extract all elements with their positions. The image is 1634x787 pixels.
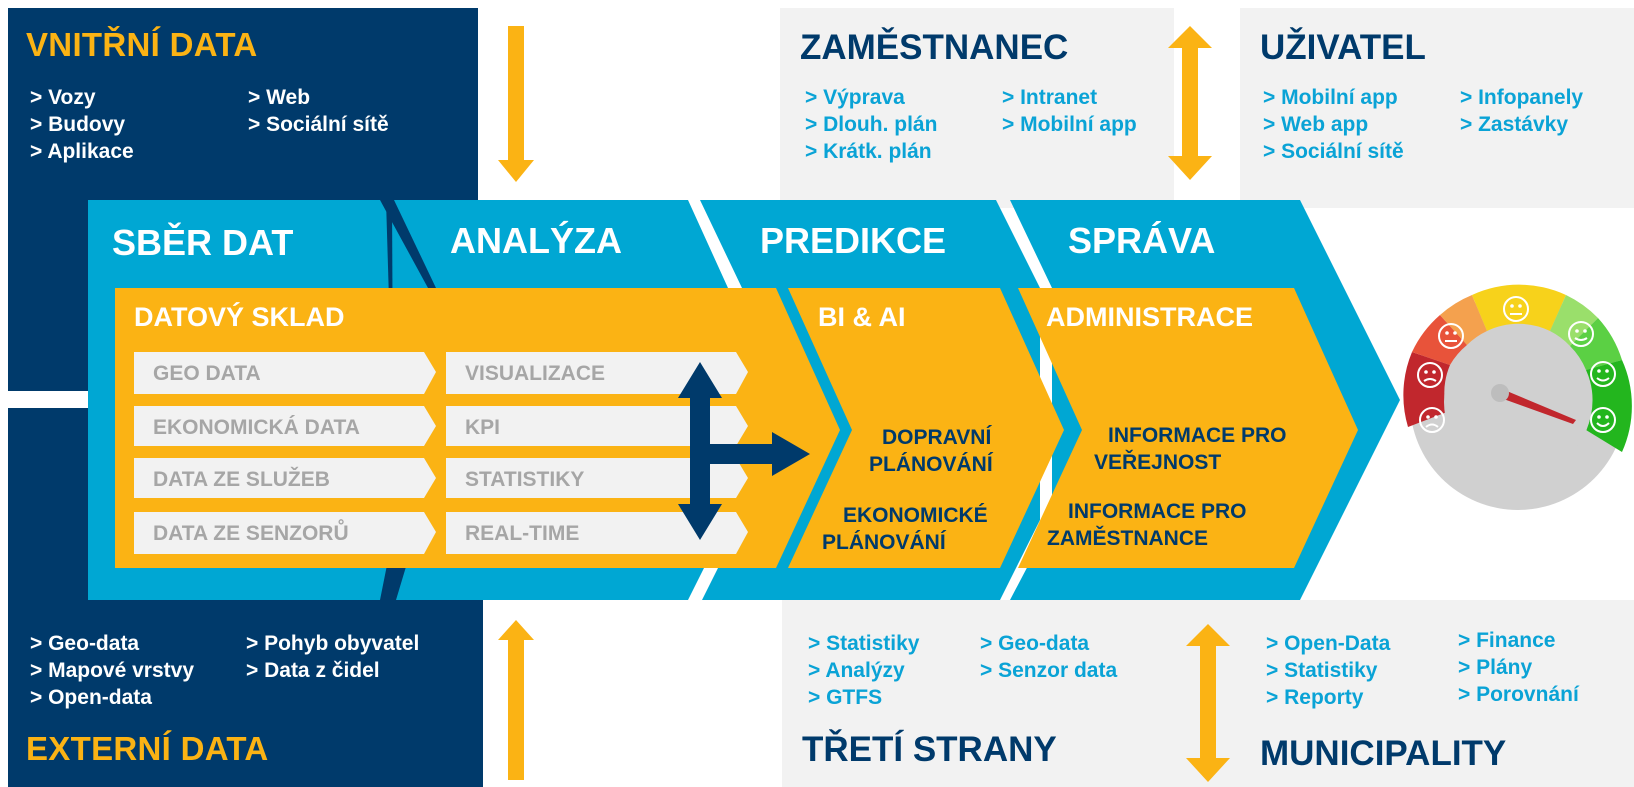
admin-title: ADMINISTRACE: [1046, 302, 1253, 332]
list-item: > Intranet: [1002, 86, 1098, 109]
employee-title: ZAMĚSTNANEC: [800, 28, 1069, 67]
admin-text: INFORMACE PRO: [1108, 424, 1287, 447]
list-item: > Analýzy: [808, 659, 905, 682]
output-label: REAL-TIME: [465, 522, 580, 545]
output-label-shape: [446, 512, 748, 554]
list-item: > Zastávky: [1460, 113, 1568, 136]
external-data-list-2: > Pohyb obyvatel > Data z čidel: [246, 630, 419, 684]
municipality-list-2: > Finance > Plány > Porovnání: [1458, 627, 1579, 708]
collect-analysis-divider-bottom: [380, 560, 408, 600]
external-data-title: EXTERNÍ DATA: [26, 730, 269, 767]
third-party-title: TŘETÍ STRANY: [802, 730, 1057, 769]
employee-list-2: > Intranet > Mobilní app: [1002, 84, 1137, 138]
list-item: > Plány: [1458, 656, 1533, 679]
collect-analysis-divider: [380, 200, 436, 288]
bi-text: DOPRAVNÍ: [882, 426, 992, 449]
output-label: STATISTIKY: [465, 468, 585, 491]
satisfaction-gauge: [1403, 284, 1632, 510]
output-label: KPI: [465, 416, 501, 439]
third-party-list-1: > Statistiky > Analýzy > GTFS: [808, 630, 919, 711]
user-list-2: > Infopanely > Zastávky: [1460, 84, 1583, 138]
external-data-list-1: > Geo-data > Mapové vrstvy > Open-data: [30, 630, 194, 711]
bi-title: BI & AI: [818, 302, 906, 332]
admin-text: VEŘEJNOST: [1094, 451, 1222, 474]
employee-panel: [780, 8, 1174, 208]
list-item: > Reporty: [1266, 686, 1364, 709]
list-item: > Výprava: [805, 86, 905, 109]
stage-prediction-title: PREDIKCE: [760, 220, 947, 261]
list-item: > Statistiky: [1266, 659, 1378, 682]
list-item: > Infopanely: [1460, 86, 1584, 109]
municipality-list-1: > Open-Data > Statistiky > Reporty: [1266, 630, 1390, 711]
source-label: DATA ZE SLUŽEB: [153, 468, 330, 491]
list-item: > GTFS: [808, 686, 883, 709]
employee-list-1: > Výprava > Dlouh. plán > Krátk. plán: [805, 84, 937, 165]
double-arrow-bottom-icon: [1186, 624, 1230, 782]
list-item: > Dlouh. plán: [805, 113, 938, 136]
list-item: > Mobilní app: [1263, 86, 1398, 109]
list-item: > Finance: [1458, 629, 1556, 652]
list-item: > Vozy: [30, 86, 96, 109]
stage-management-title: SPRÁVA: [1068, 220, 1216, 261]
source-label-shape: [134, 512, 436, 554]
admin-text: INFORMACE PRO: [1068, 500, 1247, 523]
double-arrow-top-icon: [1168, 26, 1212, 180]
list-item: > Senzor data: [980, 659, 1118, 682]
third-party-panel: [782, 600, 1180, 787]
list-item: > Sociální sítě: [1263, 140, 1404, 163]
output-label-shape: [446, 352, 748, 394]
arrow-up-icon: [498, 620, 534, 780]
list-item: > Porovnání: [1458, 683, 1579, 706]
bi-text: PLÁNOVÁNÍ: [869, 453, 993, 476]
admin-text: ZAMĚSTNANCE: [1047, 527, 1208, 550]
internal-data-title: VNITŘNÍ DATA: [26, 26, 258, 63]
municipality-panel: [1180, 600, 1634, 787]
list-item: > Open-Data: [1266, 632, 1391, 655]
bi-shape: [788, 288, 1064, 568]
user-list-1: > Mobilní app > Web app > Sociální sítě: [1263, 84, 1404, 165]
municipality-title: MUNICIPALITY: [1260, 734, 1507, 773]
bi-text: EKONOMICKÉ: [843, 504, 988, 527]
list-item: > Mapové vrstvy: [30, 659, 195, 682]
list-item: > Open-data: [30, 686, 152, 709]
list-item: > Geo-data: [980, 632, 1090, 655]
internal-data-list-2: > Web > Sociální sítě: [248, 84, 389, 138]
user-title: UŽIVATEL: [1260, 28, 1426, 67]
list-item: > Sociální sítě: [248, 113, 389, 136]
bi-text: PLÁNOVÁNÍ: [822, 531, 946, 554]
stage-analysis-title: ANALÝZA: [450, 220, 622, 261]
admin-shape: [1018, 288, 1358, 568]
list-item: > Data z čidel: [246, 659, 380, 682]
output-label-shape: [446, 406, 748, 446]
list-item: > Mobilní app: [1002, 113, 1137, 136]
arrow-down-icon: [498, 26, 534, 182]
user-panel: [1240, 8, 1634, 208]
source-label: DATA ZE SENZORŮ: [153, 522, 349, 545]
list-item: > Pohyb obyvatel: [246, 632, 420, 655]
list-item: > Budovy: [30, 113, 126, 136]
source-label: GEO DATA: [153, 362, 261, 385]
source-label-shape: [134, 352, 436, 394]
list-item: > Krátk. plán: [805, 140, 932, 163]
source-label-shape: [134, 406, 436, 446]
stage-collect-title: SBĚR DAT: [112, 222, 294, 263]
list-item: > Aplikace: [30, 140, 134, 163]
list-item: > Statistiky: [808, 632, 920, 655]
third-party-list-2: > Geo-data > Senzor data: [980, 630, 1117, 684]
list-item: > Web: [248, 86, 311, 109]
output-label: VISUALIZACE: [465, 362, 606, 385]
source-label: EKONOMICKÁ DATA: [153, 416, 360, 439]
list-item: > Web app: [1263, 113, 1369, 136]
list-item: > Geo-data: [30, 632, 140, 655]
cross-arrow-icon: [678, 362, 810, 540]
warehouse-title: DATOVÝ SKLAD: [134, 302, 345, 332]
internal-data-list-1: > Vozy > Budovy > Aplikace: [30, 84, 134, 165]
source-label-shape: [134, 458, 436, 498]
output-label-shape: [446, 458, 748, 498]
